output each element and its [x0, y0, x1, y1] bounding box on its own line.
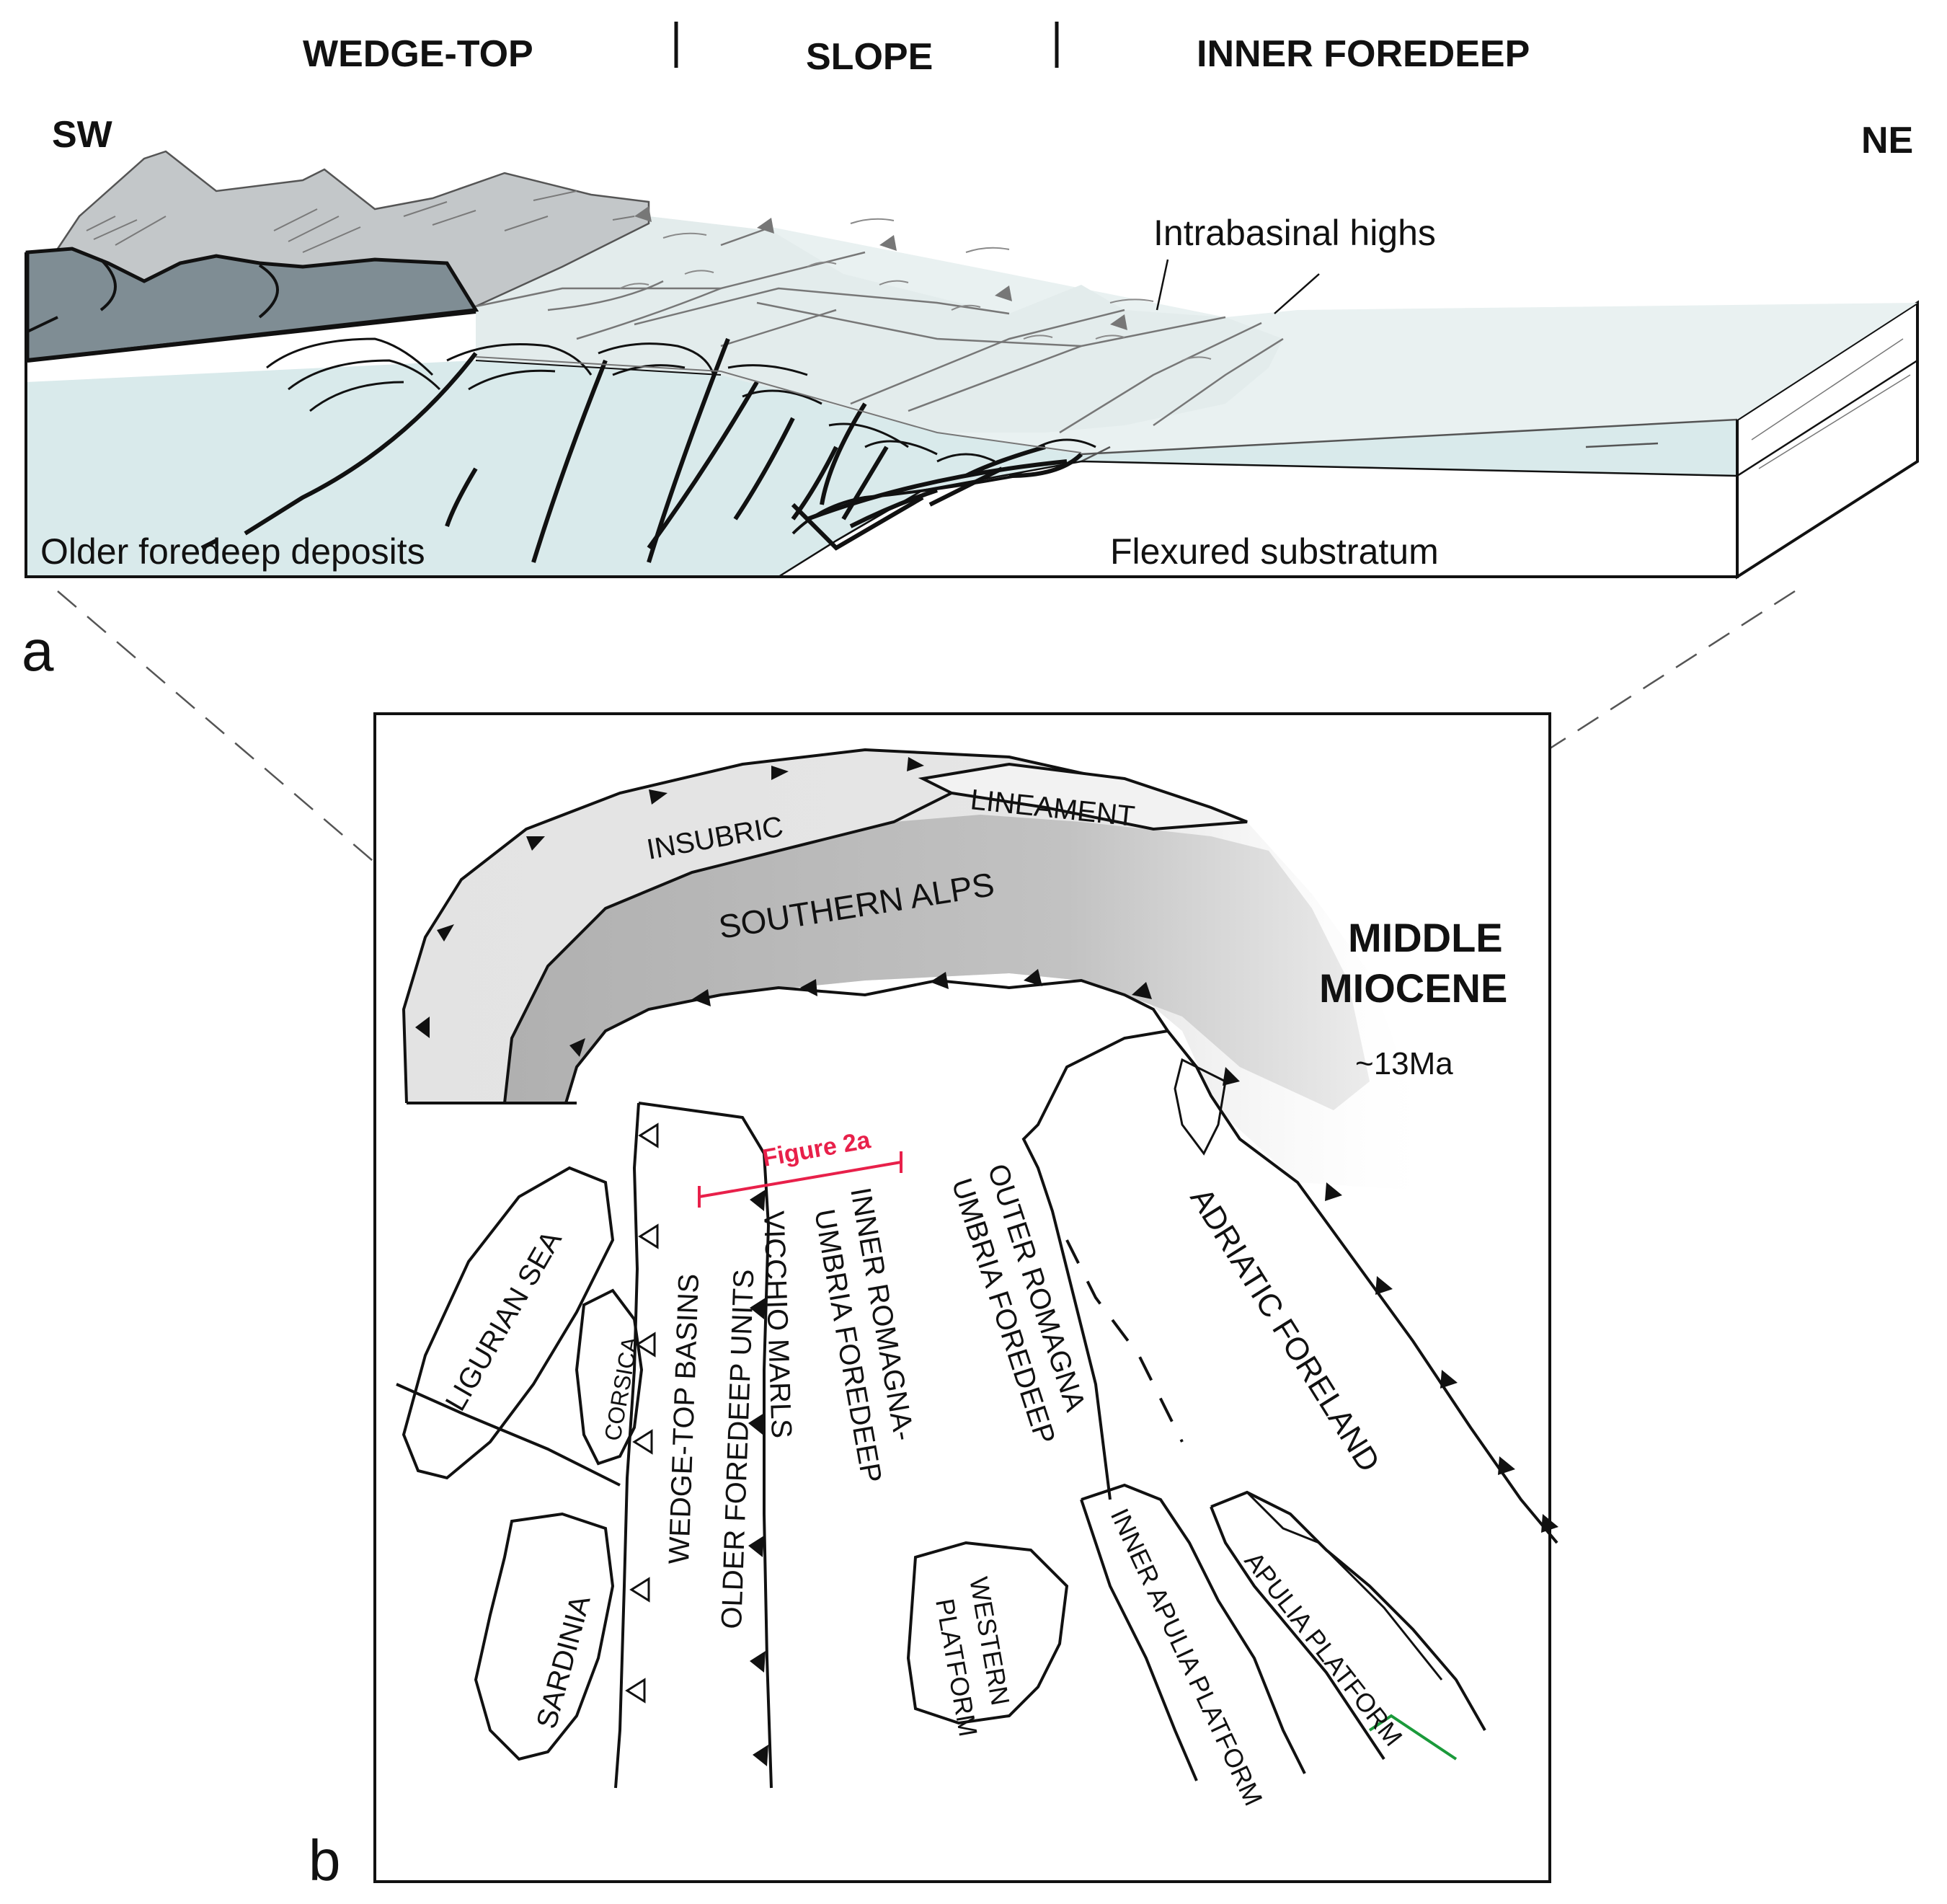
lineament-lens — [918, 762, 1248, 831]
insubric-thrust-teeth — [415, 757, 924, 1038]
label-intrabasinal-highs: Intrabasinal highs — [1153, 213, 1436, 253]
panel-b-letter: b — [309, 1828, 341, 1892]
corsica-outline — [575, 1288, 644, 1466]
label-middle: MIDDLE — [1348, 915, 1503, 960]
panel-a-letter: a — [22, 619, 54, 683]
wedge-top-west-boundary — [614, 1102, 640, 1789]
block-diagram: Intrabasinal highs — [25, 150, 1919, 580]
alps-thrust-teeth — [569, 969, 1152, 1057]
slope-thrust-teeth — [634, 206, 1127, 330]
label-miocene: MIOCENE — [1319, 965, 1507, 1011]
open-thrust-teeth — [625, 1123, 659, 1704]
adriatic-thrust-teeth — [1223, 1067, 1558, 1533]
fault-traces — [200, 337, 1083, 563]
orientation-ne: NE — [1861, 120, 1913, 161]
panel-a-headers: WEDGE-TOP SLOPE INNER FOREDEEP SW NE — [52, 22, 1913, 161]
ligurian-sea-outline — [402, 1166, 615, 1480]
label-older-foredeep: Older foredeep deposits — [40, 531, 425, 572]
label-age: ~13Ma — [1355, 1046, 1453, 1081]
outer-romagna-boundary — [1021, 1030, 1168, 1500]
inner-apulia-outer — [1081, 1483, 1306, 1774]
intrabasinal-highs-leaders — [1156, 259, 1320, 314]
header-inner-foredeep: INNER FOREDEEP — [1197, 33, 1530, 75]
apulia-platform-outer — [1210, 1490, 1486, 1731]
wedge-dark-sheets — [25, 247, 479, 363]
western-platform-outline — [906, 1541, 1069, 1725]
adriatic-front — [1166, 1030, 1558, 1544]
orientation-sw: SW — [52, 114, 113, 156]
label-flexured-substratum: Flexured substratum — [1110, 531, 1439, 572]
header-slope: SLOPE — [806, 36, 933, 78]
wedge-top-east-boundary — [638, 1102, 773, 1789]
sardinia-outline — [474, 1512, 615, 1761]
header-wedge-top: WEDGE-TOP — [303, 33, 533, 75]
substratum-boundary — [778, 460, 1738, 578]
southern-alps-belt — [505, 815, 1370, 1110]
green-line — [1368, 1714, 1458, 1761]
block-front-outline — [25, 252, 1739, 578]
foredeep-face — [26, 360, 1737, 577]
vicchio-thrust-teeth — [748, 1190, 768, 1766]
